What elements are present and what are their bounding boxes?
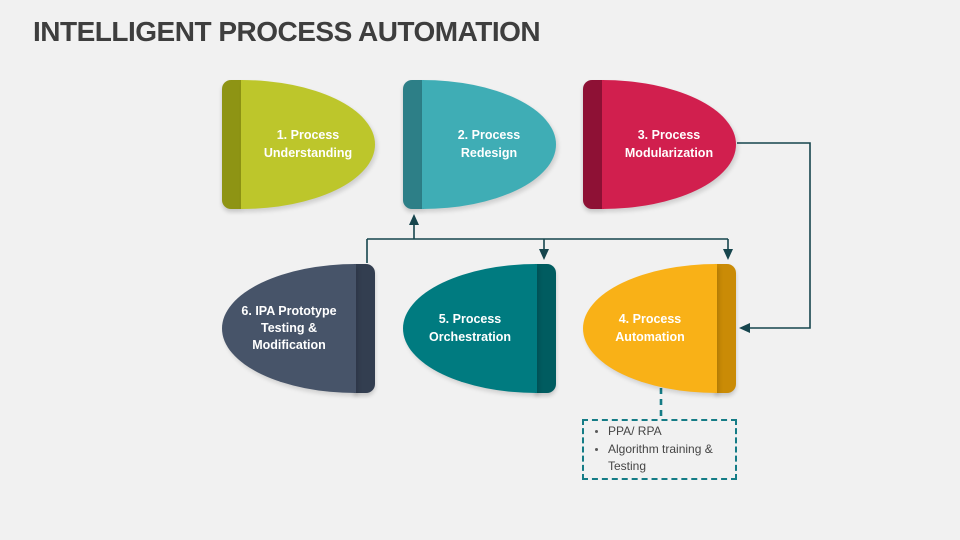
shape-process-understanding: 1. Process Understanding <box>222 80 375 209</box>
shape-label: 1. Process Understanding <box>263 128 353 160</box>
shape-label: 2. Process Redesign <box>457 128 521 160</box>
shape-label: 5. Process Orchestration <box>429 312 511 344</box>
callout-box: PPA/ RPA Algorithm training & Testing <box>582 419 737 480</box>
shape-label: 6. IPA Prototype Testing & Modification <box>241 303 337 353</box>
connector-3-to-4 <box>737 142 811 329</box>
shape-process-orchestration: 5. Process Orchestration <box>403 264 556 393</box>
arrowhead-down-icon <box>539 249 549 260</box>
shape-accent-bar <box>222 80 243 209</box>
arrowhead-down-icon <box>723 249 733 260</box>
shape-process-redesign: 2. Process Redesign <box>403 80 556 209</box>
shape-accent-bar <box>583 80 604 209</box>
shape-process-automation: 4. Process Automation <box>583 264 736 393</box>
shape-label: 4. Process Automation <box>615 312 685 344</box>
shape-accent-bar <box>354 264 375 393</box>
shape-process-modularization: 3. Process Modularization <box>583 80 736 209</box>
callout-item: Algorithm training & Testing <box>608 441 731 476</box>
callout-item: PPA/ RPA <box>608 423 731 440</box>
slide-title: INTELLIGENT PROCESS AUTOMATION <box>33 16 541 47</box>
shape-label: 3. Process Modularization <box>624 128 714 160</box>
shape-ipa-prototype-testing: 6. IPA Prototype Testing & Modification <box>222 264 375 393</box>
arrowhead-left-icon <box>739 323 750 333</box>
shape-accent-bar <box>403 80 424 209</box>
shape-accent-bar <box>535 264 556 393</box>
shape-accent-bar <box>715 264 736 393</box>
arrowhead-up-icon <box>409 214 419 225</box>
callout-list: PPA/ RPA Algorithm training & Testing <box>584 423 735 475</box>
